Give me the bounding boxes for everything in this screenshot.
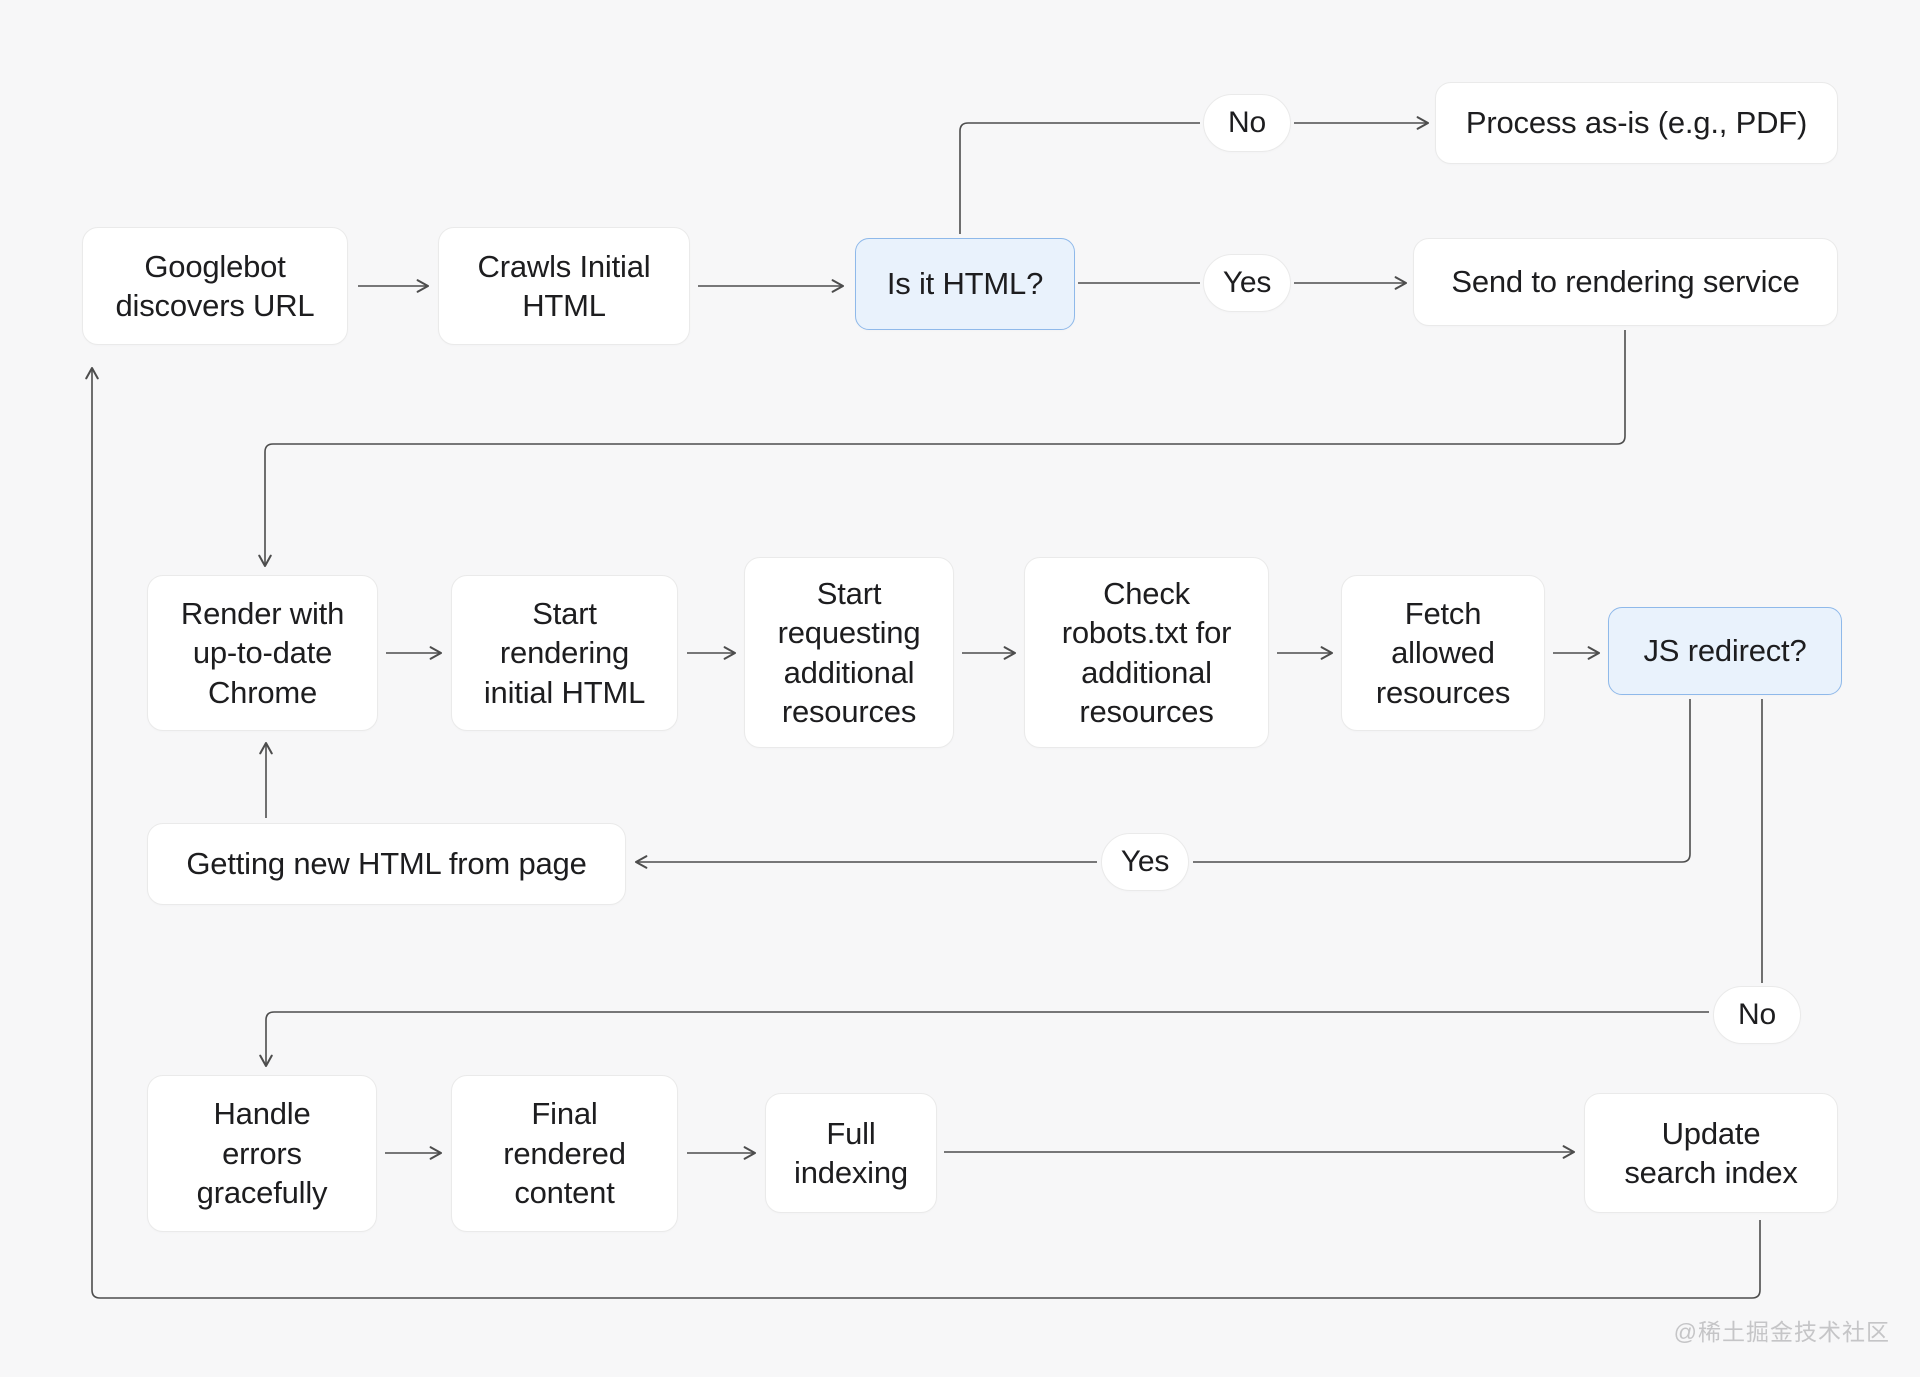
label-no-mid: No [1713, 986, 1801, 1044]
node-crawls-initial-html: Crawls Initial HTML [438, 227, 690, 345]
watermark-text: @稀土掘金技术社区 [1673, 1319, 1890, 1345]
node-getting-new-html: Getting new HTML from page [147, 823, 626, 905]
connector-update-feedback-to-googlebot [85, 366, 1761, 1299]
node-final-rendered-content: Final rendered content [451, 1075, 678, 1232]
node-js-redirect-decision: JS redirect? [1608, 607, 1842, 695]
connector-jsredirect-down-to-yes [1193, 699, 1691, 863]
node-is-it-html-decision: Is it HTML? [855, 238, 1075, 330]
connector-no-to-handleerrors [259, 1011, 1709, 1068]
node-handle-errors-gracefully: Handle errors gracefully [147, 1075, 377, 1232]
connector-ishtml-up-to-no [959, 122, 1200, 234]
node-render-with-chrome: Render with up-to-date Chrome [147, 575, 378, 731]
label-no-top: No [1203, 94, 1291, 152]
node-send-to-rendering-service: Send to rendering service [1413, 238, 1838, 326]
node-fetch-allowed-resources: Fetch allowed resources [1341, 575, 1545, 731]
node-process-as-is: Process as-is (e.g., PDF) [1435, 82, 1838, 164]
connector-send-to-render [258, 330, 1626, 568]
node-full-indexing: Full indexing [765, 1093, 937, 1213]
node-googlebot-discovers-url: Googlebot discovers URL [82, 227, 348, 345]
node-start-rendering-initial-html: Start rendering initial HTML [451, 575, 678, 731]
node-check-robots-txt: Check robots.txt for additional resource… [1024, 557, 1269, 748]
node-start-requesting-resources: Start requesting additional resources [744, 557, 954, 748]
label-yes-top: Yes [1203, 254, 1291, 312]
node-update-search-index: Update search index [1584, 1093, 1838, 1213]
label-yes-mid: Yes [1101, 833, 1189, 891]
